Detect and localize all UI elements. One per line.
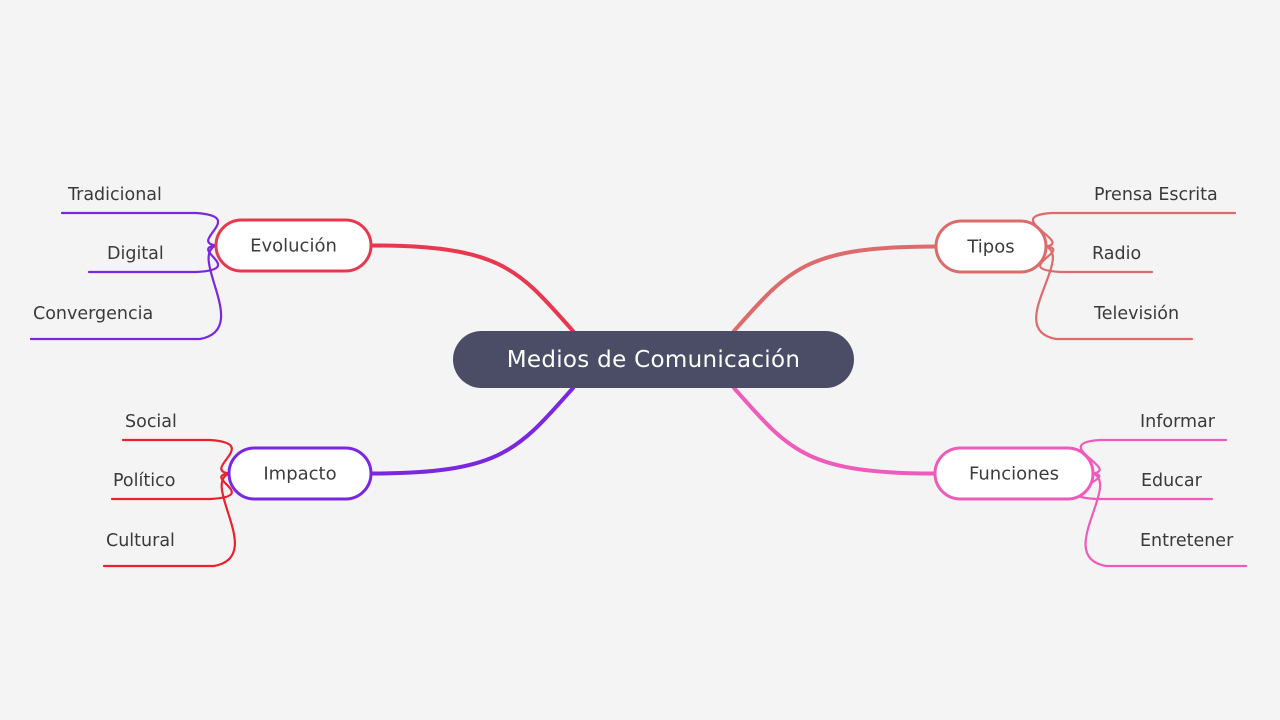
branch-node-funciones[interactable]: Funciones [933, 446, 1095, 501]
leaf-label-funciones-1[interactable]: Educar [1141, 471, 1203, 491]
leaf-connector-impacto-2 [102, 472, 236, 568]
branch-node-label-impacto: Impacto [263, 464, 336, 485]
leaf-label-evolucion-0[interactable]: Tradicional [67, 185, 162, 205]
root-node-shape[interactable] [453, 331, 854, 388]
branch-connector-group [369, 243, 938, 476]
branch-node-tipos[interactable]: Tipos [934, 219, 1048, 274]
branch-node-shape-impacto[interactable] [227, 446, 373, 501]
branch-node-label-tipos: Tipos [966, 237, 1014, 258]
leaf-connector-tipos-0 [1032, 211, 1237, 248]
leaf-label-evolucion-2[interactable]: Convergencia [33, 304, 153, 324]
leaf-label-impacto-1[interactable]: Político [113, 471, 175, 491]
leaf-label-funciones-0[interactable]: Informar [1140, 412, 1216, 432]
leaf-label-funciones-2[interactable]: Entretener [1140, 531, 1234, 551]
branch-node-impacto[interactable]: Impacto [227, 446, 373, 501]
leaf-connector-tipos-2 [1035, 245, 1194, 341]
root-node-label: Medios de Comunicación [507, 347, 801, 373]
leaf-connector-impacto-1 [110, 472, 233, 501]
branch-node-shape-funciones[interactable] [933, 446, 1095, 501]
leaf-label-tipos-0[interactable]: Prensa Escrita [1094, 185, 1218, 205]
leaf-connector-evolucion-2 [29, 244, 223, 341]
leaf-label-tipos-1[interactable]: Radio [1092, 244, 1141, 264]
branch-connector-tipos [732, 244, 938, 333]
leaf-connector-funciones-0 [1079, 438, 1228, 475]
branch-node-label-funciones: Funciones [969, 464, 1059, 485]
leaf-connector-group [29, 211, 1248, 568]
leaf-connector-funciones-2 [1084, 472, 1248, 568]
branch-node-evolucion[interactable]: Evolución [214, 218, 373, 273]
leaf-label-impacto-2[interactable]: Cultural [106, 531, 175, 551]
leaf-connector-evolucion-1 [87, 244, 220, 274]
root-node-group[interactable]: Medios de Comunicación [453, 331, 854, 388]
branch-node-label-evolucion: Evolución [250, 236, 337, 257]
branch-node-shape-evolucion[interactable] [214, 218, 373, 273]
leaf-connector-impacto-0 [121, 438, 233, 475]
branch-connector-impacto [369, 386, 575, 476]
branch-node-shape-tipos[interactable] [934, 219, 1048, 274]
branch-connector-funciones [732, 386, 937, 476]
leaf-label-evolucion-1[interactable]: Digital [107, 244, 164, 264]
branch-connector-evolucion [369, 243, 575, 333]
leaf-label-impacto-0[interactable]: Social [125, 412, 177, 432]
leaf-connector-evolucion-0 [60, 211, 220, 247]
leaf-label-tipos-2[interactable]: Televisión [1093, 304, 1179, 324]
